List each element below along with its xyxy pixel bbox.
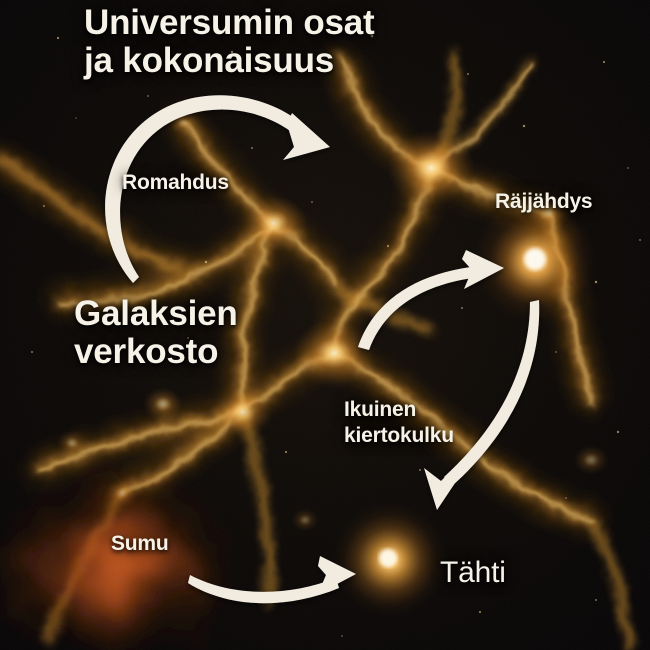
- label-romahdus: Romahdus: [122, 171, 229, 194]
- rajahdys-arrow: [358, 250, 504, 350]
- label-ikuinen-kiertokulku: Ikuinen kiertokulku: [344, 397, 454, 448]
- galaksien-verkosto-line-1: Galaksien: [74, 294, 238, 333]
- title-line-1: Universumin osat: [84, 3, 375, 42]
- ikuinen-kiertokulku-line-1: Ikuinen: [344, 398, 417, 421]
- page-title: Universumin osat ja kokonaisuus: [84, 4, 375, 80]
- galaksien-verkosto-line-2: verkosto: [74, 331, 219, 371]
- label-galaksien-verkosto: Galaksien verkosto: [74, 295, 238, 371]
- ikuinen-kiertokulku-line-2: kiertokulku: [344, 423, 454, 447]
- label-sumu: Sumu: [111, 532, 169, 555]
- label-rajahdys: Räjjähdys: [495, 190, 593, 213]
- sumu-arrow: [188, 556, 356, 604]
- title-line-2: ja kokonaisuus: [84, 40, 335, 80]
- label-tahti: Tähti: [440, 556, 506, 589]
